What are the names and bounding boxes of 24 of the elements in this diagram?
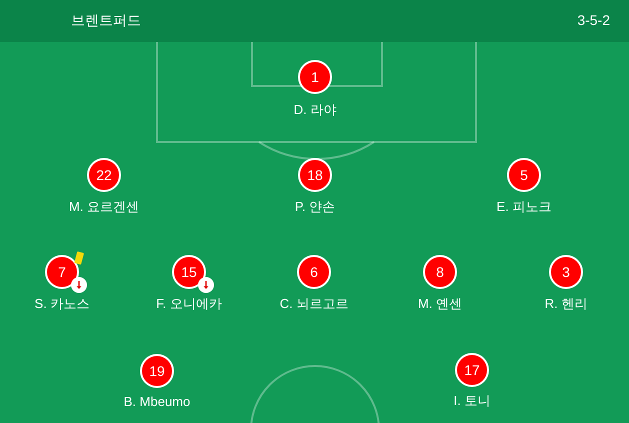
player-name: I. 토니: [454, 393, 490, 409]
team-name: 브렌트퍼드: [71, 12, 141, 29]
player-name: P. 얀손: [294, 199, 336, 215]
player-number-circle: 8: [423, 255, 457, 289]
player-name: S. 카노스: [34, 296, 90, 312]
player-number-circle: 15: [172, 255, 206, 289]
formation-label: 3-5-2: [577, 12, 610, 29]
player-number-circle: 1: [298, 60, 332, 94]
player-name: R. 헨리: [544, 296, 588, 312]
player-number-circle: 19: [140, 354, 174, 388]
player-name: M. 요르겐센: [68, 199, 140, 215]
player-number-circle: 17: [455, 353, 489, 387]
player-number-circle: 5: [507, 158, 541, 192]
player-name: F. 오니에카: [156, 296, 222, 312]
player-name: D. 라야: [294, 102, 336, 118]
player-name: E. 피노크: [496, 199, 552, 215]
player-number-circle: 6: [297, 255, 331, 289]
player-name: C. 뇌르고르: [280, 296, 348, 312]
player-number-circle: 7: [45, 255, 79, 289]
player-name: B. Mbeumo: [124, 394, 190, 410]
player-number-circle: 22: [87, 158, 121, 192]
player-number-circle: 18: [298, 158, 332, 192]
player-name: M. 옌센: [418, 296, 462, 312]
player-number-circle: 3: [549, 255, 583, 289]
